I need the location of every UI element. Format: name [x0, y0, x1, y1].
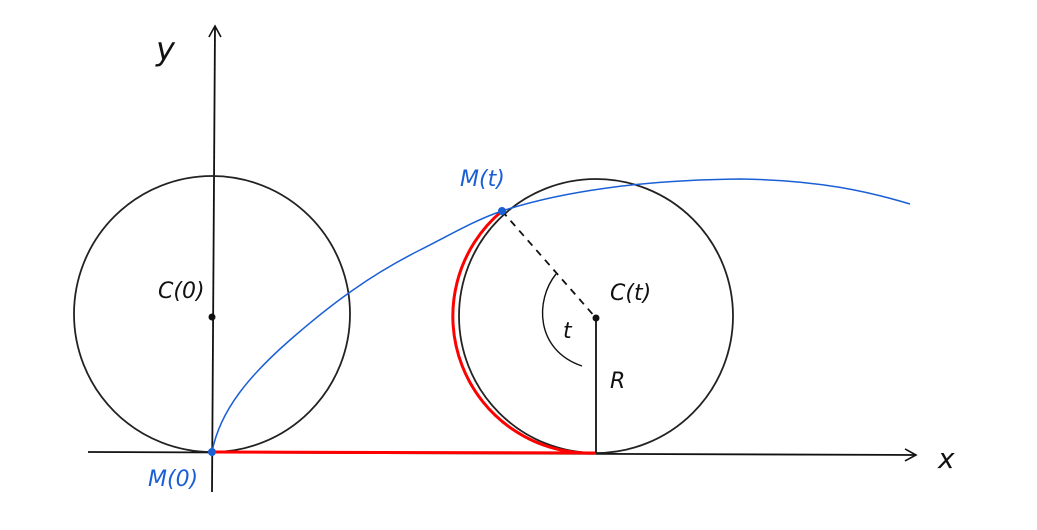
rolled-arc — [451, 209, 597, 455]
y-axis — [208, 24, 222, 493]
dashed-radius — [501, 210, 597, 319]
angle-arc — [541, 273, 583, 367]
point-ct — [592, 314, 600, 322]
cycloid-curve — [211, 178, 911, 453]
label-ct: C(t) — [610, 281, 651, 306]
x-axis-label: x — [937, 442, 955, 475]
point-mt — [498, 207, 506, 215]
label-radius: R — [610, 369, 625, 394]
point-m0 — [208, 448, 216, 456]
label-angle: t — [563, 319, 573, 344]
y-axis-label: y — [155, 30, 176, 68]
rolled-distance — [211, 450, 597, 455]
point-c0 — [208, 313, 216, 321]
label-m0: M(0) — [148, 467, 198, 492]
label-mt: M(t) — [460, 167, 505, 192]
label-c0: C(0) — [158, 279, 205, 304]
